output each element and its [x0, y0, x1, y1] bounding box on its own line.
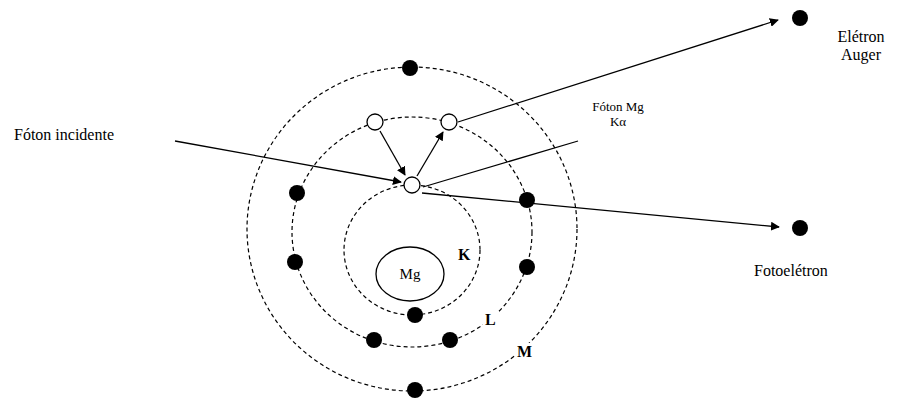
nucleus-outline: [376, 247, 444, 301]
auger-electron-dot: [792, 10, 808, 26]
electron-dot: [289, 185, 305, 201]
vacancy: [367, 114, 383, 130]
electron-dot: [287, 254, 303, 270]
photoelectron-dot: [792, 220, 808, 236]
shell-label: K: [456, 246, 472, 264]
electron-dot: [442, 332, 458, 348]
electron-dot: [519, 192, 535, 208]
photon-label: Fóton Mg Kα: [586, 100, 650, 130]
shell-label: L: [483, 311, 498, 329]
electron-dot: [407, 382, 423, 398]
vacancy: [404, 177, 420, 193]
shell-label: M: [515, 343, 534, 361]
nucleus-circle: Mg: [375, 246, 445, 302]
k-shell: [344, 185, 480, 315]
electron-dot: [366, 332, 382, 348]
l-shell: [292, 117, 532, 347]
photoelectron-label: Fotoelétron: [752, 262, 830, 280]
nucleus-label: Mg: [400, 266, 421, 283]
electron-dot: [402, 60, 418, 76]
m-shell: [247, 67, 577, 391]
transition-arrow: [380, 131, 405, 175]
leader-line: [423, 141, 578, 187]
electrons: [287, 10, 808, 398]
electron-dot: [519, 259, 535, 275]
electron-dot: [407, 307, 423, 323]
auger-electron-label: Elétron Auger: [826, 28, 896, 65]
incident-photon-label: Fóton incidente: [12, 126, 116, 144]
photon-arrow: [417, 132, 443, 176]
vacancy: [441, 114, 457, 130]
photoelectron-arrow: [422, 193, 779, 227]
incident-photon-arrow: [175, 141, 401, 182]
